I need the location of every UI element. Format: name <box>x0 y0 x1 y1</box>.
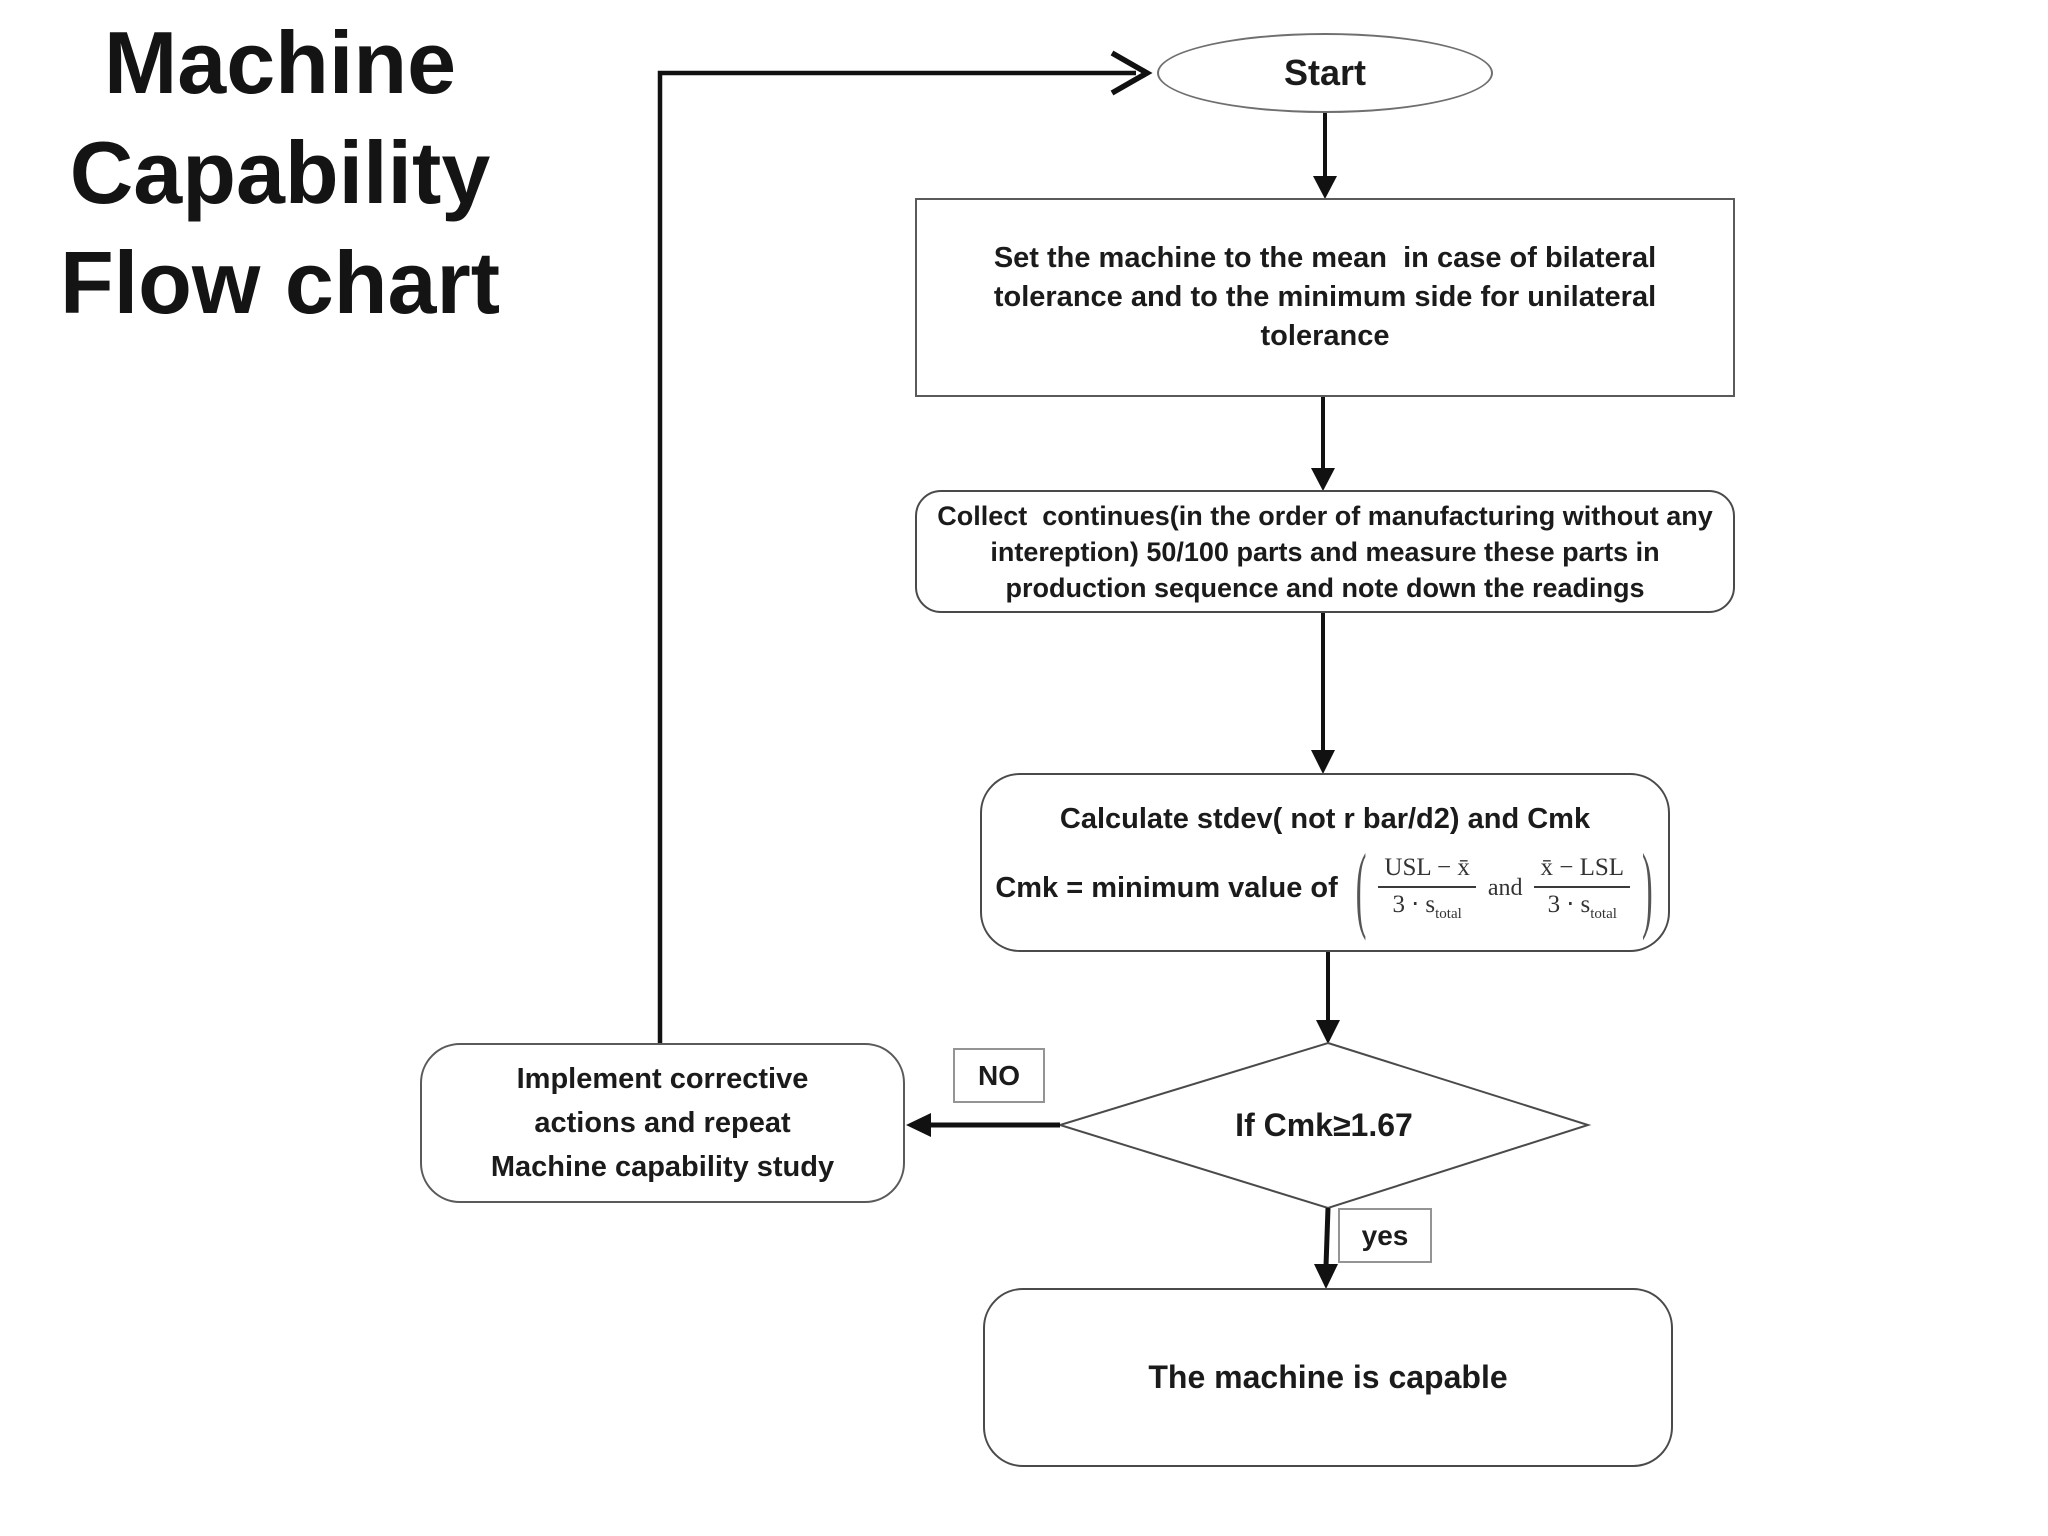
machine-capable-text: The machine is capable <box>1148 1359 1508 1395</box>
set-machine-step: Set the machine to the mean in case of b… <box>915 198 1735 397</box>
collect-parts-step: Collect continues(in the order of manufa… <box>915 490 1735 613</box>
fraction-lsl-numerator: x̄ − LSL <box>1534 854 1631 888</box>
corrective-action-step: Implement corrective actions and repeat … <box>420 1043 905 1203</box>
yes-branch-arrowhead <box>1314 1264 1338 1289</box>
cmk-formula: ( USL − x̄ 3 ⋅ stotal and x̄ − LSL 3 ⋅ s… <box>1354 833 1655 941</box>
fraction-usl-numerator: USL − x̄ <box>1378 854 1476 888</box>
fraction-usl-denominator-base: 3 ⋅ s <box>1392 890 1436 918</box>
start-node-label: Start <box>1283 52 1367 93</box>
feedback-connector-line <box>657 70 1136 1043</box>
yes-label-text: yes <box>1361 1219 1409 1251</box>
no-branch-arrowhead <box>906 1113 931 1137</box>
formula-open-paren: ( <box>1355 832 1367 941</box>
calculate-title: Calculate stdev( not r bar/d2) and Cmk <box>1059 803 1591 836</box>
no-branch-label: NO <box>953 1048 1045 1103</box>
corrective-action-text: Implement corrective actions and repeat … <box>490 1063 835 1183</box>
feedback-arrowhead-chevron <box>1110 50 1153 96</box>
collect-parts-text: Collect continues(in the order of manufa… <box>937 500 1713 603</box>
machine-capable-step: The machine is capable <box>983 1288 1673 1467</box>
fraction-lsl-denominator-base: 3 ⋅ s <box>1547 890 1591 918</box>
set-machine-text: Set the machine to the mean in case of b… <box>993 242 1657 352</box>
page-title: Machine Capability Flow chart <box>59 13 501 332</box>
fraction-usl-denominator-sub: total <box>1435 905 1462 922</box>
formula-fraction-usl: USL − x̄ 3 ⋅ stotal <box>1378 854 1476 922</box>
yes-branch-label: yes <box>1338 1208 1432 1263</box>
formula-and-connector: and <box>1487 874 1523 901</box>
formula-fraction-lsl: x̄ − LSL 3 ⋅ stotal <box>1534 854 1631 922</box>
collect-to-calculate-arrowhead <box>1311 750 1335 774</box>
fraction-usl-denominator: 3 ⋅ stotal <box>1392 888 1461 922</box>
calculate-step: Calculate stdev( not r bar/d2) and Cmk C… <box>980 773 1670 952</box>
yes-branch-line <box>1323 1207 1331 1267</box>
no-label-text: NO <box>978 1059 1020 1091</box>
set-to-collect-arrowhead <box>1311 468 1335 491</box>
cmk-formula-prefix: Cmk = minimum value of <box>995 871 1338 904</box>
fraction-lsl-denominator-sub: total <box>1590 905 1617 922</box>
cmk-formula-row: Cmk = minimum value of ( USL − x̄ 3 ⋅ st… <box>995 833 1655 941</box>
decision-text: If Cmk≥1.67 <box>1235 1107 1413 1143</box>
start-to-set-arrowhead <box>1313 176 1337 199</box>
decision-node: If Cmk≥1.67 <box>1060 1043 1588 1208</box>
start-node: Start <box>1157 33 1493 113</box>
formula-close-paren: ) <box>1642 832 1653 941</box>
calculate-to-decision-arrowhead <box>1316 1020 1340 1044</box>
fraction-lsl-denominator: 3 ⋅ stotal <box>1548 888 1617 922</box>
